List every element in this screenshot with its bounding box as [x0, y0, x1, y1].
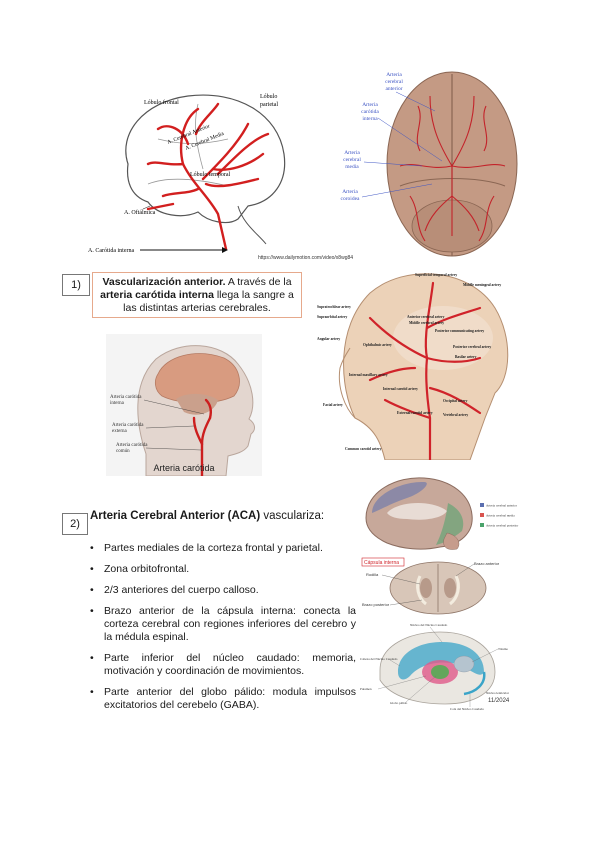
label-acoroidea-2: coroidea: [341, 196, 360, 202]
label-aci-1: Arteria: [362, 102, 378, 108]
label-carotida-externa: Arteria carótida: [112, 423, 144, 428]
section1-text-3: las distintas arterias cerebrales.: [123, 302, 271, 314]
bg-label-putamen: Putamen: [360, 687, 372, 691]
section1-callout: Vascularización anterior. A través de la…: [92, 272, 302, 318]
bg-label-cola-caudado: Cola del Núcleo Caudado: [450, 707, 484, 711]
bullet-item: Parte inferior del núcleo caudado: memor…: [88, 652, 356, 678]
capsula-label-brazo-posterior: Brazo posterior: [362, 602, 390, 607]
document-date: 11/2024: [488, 698, 510, 704]
label-carotida-externa-2: externa: [112, 429, 127, 434]
carotid-head-illustration: Arteria carótida interna Arteria carótid…: [106, 334, 262, 478]
bg-label-talamo: Tálamo: [498, 647, 508, 651]
bg-label-nucleo-lenticular: Núcleo lenticular: [486, 691, 510, 695]
ha-label-0: Superficial temporal artery: [415, 273, 457, 277]
legend-aca: Arteria cerebral anterior: [486, 504, 518, 508]
section2-title: Arteria Cerebral Anterior (ACA) vascular…: [90, 510, 350, 522]
ha-label-3: Supraorbital artery: [317, 315, 347, 319]
carotid-caption: Arteria carótida: [153, 463, 214, 473]
legend-swatch-acm: [480, 513, 484, 517]
aca-bullet-list: Partes mediales de la corteza frontal y …: [88, 542, 356, 720]
ha-label-16: Vertebral artery: [443, 413, 468, 417]
ha-label-11: Internal maxillary artery: [349, 373, 388, 377]
section1-text-1: A través de la: [225, 276, 292, 288]
section1-number-box: 1): [62, 274, 90, 296]
legend-swatch-acp: [480, 523, 484, 527]
section1-bold-2: arteria carótida interna: [100, 289, 214, 301]
capsula-interna-illustration: Cápsula interna Brazo anterior Rodilla B…: [361, 557, 500, 615]
capsula-label-brazo-anterior: Brazo anterior: [474, 561, 500, 566]
label-carotida-comun: Arteria carótida: [116, 443, 148, 448]
label-aca-3: anterior: [385, 86, 402, 92]
capsula-label-rodilla: Rodilla: [366, 572, 379, 577]
ha-label-17: Common carotid artery: [345, 447, 382, 451]
head-arteries-illustration: Superficial temporal artery Middle menin…: [317, 273, 509, 462]
figure-carotid-head: Arteria carótida interna Arteria carótid…: [106, 334, 262, 478]
lateral-brain-illustration: Lóbulo frontal Lóbulo parietal A. Cerebr…: [88, 94, 286, 254]
label-acm-2: cerebral: [343, 157, 361, 163]
label-carotida-comun-2: común: [116, 449, 130, 454]
label-carotida-interna: Arteria carótida: [110, 395, 142, 400]
label-aci-3: interna: [362, 116, 378, 122]
legend-acp: Arteria cerebral posterior: [486, 524, 519, 528]
bullet-item: Brazo anterior de la cápsula interna: co…: [88, 605, 356, 644]
ha-label-7: Angular artery: [317, 337, 340, 341]
medial-brain-illustration: Arteria cerebral anterior Arteria cerebr…: [365, 477, 519, 550]
label-lobulo-parietal-2: parietal: [260, 102, 278, 108]
label-aci-2: carótida: [361, 109, 379, 115]
ha-label-6: Posterior communicating artery: [435, 329, 484, 333]
legend-swatch-aca: [480, 503, 484, 507]
label-aca-1: Arteria: [386, 72, 402, 78]
legend-acm: Arteria cerebral media: [486, 514, 515, 518]
figure-head-arteries: Superficial temporal artery Middle menin…: [315, 268, 515, 462]
bg-label-cabeza-caudado: Cabeza del Núcleo Caudado: [360, 657, 398, 661]
label-lobulo-parietal-1: Lóbulo: [260, 94, 277, 100]
bullet-item: Zona orbitofrontal.: [88, 563, 356, 576]
figure-medial-brain: Arteria cerebral anterior Arteria cerebr…: [362, 473, 522, 555]
label-acm-1: Arteria: [344, 150, 360, 156]
label-acoroidea-1: Arteria: [342, 189, 358, 195]
ha-label-4: Anterior cerebral artery: [407, 315, 445, 319]
bullet-item: Parte anterior del globo pálido: modula …: [88, 686, 356, 712]
ha-label-2: Supratrochlear artery: [317, 305, 351, 309]
label-lobulo-temporal: Lóbulo temporal: [190, 172, 230, 178]
ha-label-10: Basilar artery: [455, 355, 477, 359]
inferior-brain-illustration: Arteria cerebral anterior Arteria caróti…: [341, 71, 518, 257]
capsula-title: Cápsula interna: [364, 560, 399, 566]
section1-bold-1: Vascularización anterior.: [102, 276, 226, 288]
ha-label-13: Occipital artery: [443, 399, 468, 403]
ha-label-5: Middle cerebral artery: [409, 321, 444, 325]
figure-capsula-interna: Cápsula interna Brazo anterior Rodilla B…: [360, 556, 520, 616]
section2-title-bold: Arteria Cerebral Anterior (ACA): [90, 510, 261, 522]
figure2-source-url[interactable]: https://www.dailymotion.com/video/x8wg84: [258, 255, 354, 261]
section1-number: 1): [71, 279, 81, 291]
figure-lateral-brain: Lóbulo frontal Lóbulo parietal A. Cerebr…: [88, 84, 298, 259]
bullet-item: 2/3 anteriores del cuerpo calloso.: [88, 584, 356, 597]
ha-label-1: Middle meningeal artery: [463, 283, 501, 287]
label-a-carotida-interna: A. Carótida interna: [88, 248, 134, 254]
ha-label-9: Posterior cerebral artery: [453, 345, 491, 349]
label-a-oftalmica: A. Oftálmica: [124, 209, 156, 216]
bullet-item: Partes mediales de la corteza frontal y …: [88, 542, 356, 555]
basal-ganglia-illustration: Núcleo del Núcleo Caudado Tálamo Cabeza …: [360, 623, 510, 711]
section2-title-rest: vasculariza:: [260, 510, 325, 522]
figure-basal-ganglia: Núcleo del Núcleo Caudado Tálamo Cabeza …: [360, 620, 525, 712]
bg-label-globo-palido: Globo pálido: [390, 701, 408, 705]
section2-number: 2): [70, 518, 80, 530]
figure-inferior-brain: Arteria cerebral anterior Arteria caróti…: [330, 66, 522, 264]
ha-label-15: External carotid artery: [397, 411, 433, 415]
label-lobulo-frontal: Lóbulo frontal: [144, 99, 179, 106]
ha-label-8: Ophthalmic artery: [363, 343, 392, 347]
label-carotida-interna-2: interna: [110, 401, 125, 406]
label-acm-3: media: [345, 164, 359, 170]
ha-label-12: Internal carotid artery: [383, 387, 418, 391]
bg-label-top: Núcleo del Núcleo Caudado: [410, 623, 448, 627]
label-aca-2: cerebral: [385, 79, 403, 85]
section2-number-box: 2): [62, 513, 88, 535]
ha-label-14: Facial artery: [323, 403, 343, 407]
section1-text-2: llega la sangre a: [213, 289, 294, 301]
